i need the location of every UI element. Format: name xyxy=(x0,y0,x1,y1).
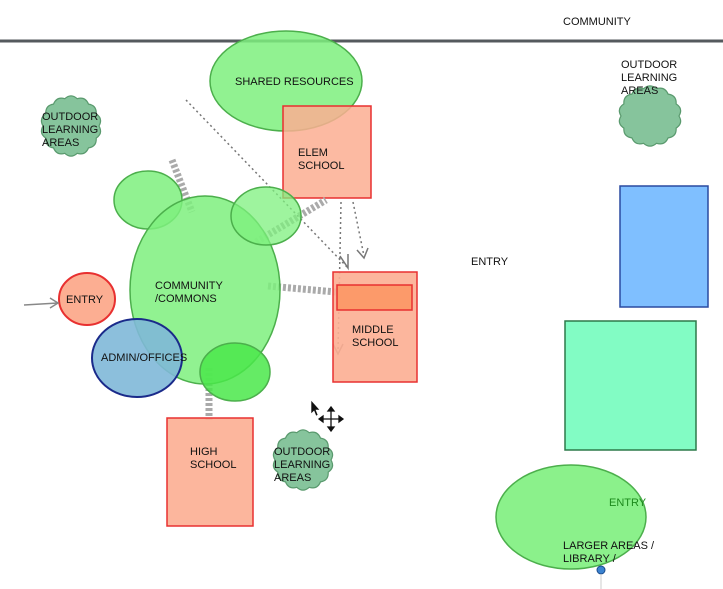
blue-block[interactable] xyxy=(619,185,709,308)
outdoor-learning-tree-right[interactable] xyxy=(618,85,682,147)
high-school-label: HIGH SCHOOL xyxy=(190,446,237,471)
entry-left-shape[interactable] xyxy=(58,272,116,326)
arrow-cursor-icon xyxy=(310,399,321,417)
middle-school-label: MIDDLE SCHOOL xyxy=(352,324,399,349)
entry-left-label: ENTRY xyxy=(66,294,104,306)
entry-middle-label: ENTRY xyxy=(471,256,509,268)
entry-arrow-icon xyxy=(23,297,60,309)
community-top-label: COMMUNITY xyxy=(563,16,631,28)
entry-right-label: ENTRY xyxy=(609,497,647,509)
outdoor-learning-right-label: OUTDOOR LEARNING AREAS xyxy=(621,59,678,97)
move-cursor-icon xyxy=(317,405,345,433)
outdoor-learning-center-label: OUTDOOR LEARNING AREAS xyxy=(274,446,331,484)
admin-offices-label: ADMIN/OFFICES xyxy=(101,352,188,364)
high-school-shape[interactable] xyxy=(166,417,254,527)
elem-school-shape[interactable] xyxy=(282,105,372,199)
dotted-line-shared-to-middle xyxy=(185,99,349,269)
outdoor-learning-tree-center[interactable] xyxy=(272,429,334,491)
elem-school-label: ELEM SCHOOL xyxy=(298,147,345,172)
small-green-circle-top[interactable] xyxy=(230,186,302,246)
outdoor-learning-tree-left[interactable] xyxy=(40,95,102,157)
shared-resources-label: SHARED RESOURCES xyxy=(235,76,354,88)
middle-school-inner-block[interactable] xyxy=(336,284,413,311)
larger-areas-shape[interactable] xyxy=(495,464,647,570)
small-green-circle-bottom[interactable] xyxy=(199,342,271,402)
outdoor-learning-left-label: OUTDOOR LEARNING AREAS xyxy=(42,111,99,149)
connection-handle-dot[interactable] xyxy=(596,565,606,575)
larger-areas-label: LARGER AREAS / LIBRARY / xyxy=(563,540,655,565)
mint-block[interactable] xyxy=(564,320,697,451)
community-commons-label: COMMUNITY /COMMONS xyxy=(155,280,223,305)
admin-offices-shape[interactable] xyxy=(91,318,183,398)
